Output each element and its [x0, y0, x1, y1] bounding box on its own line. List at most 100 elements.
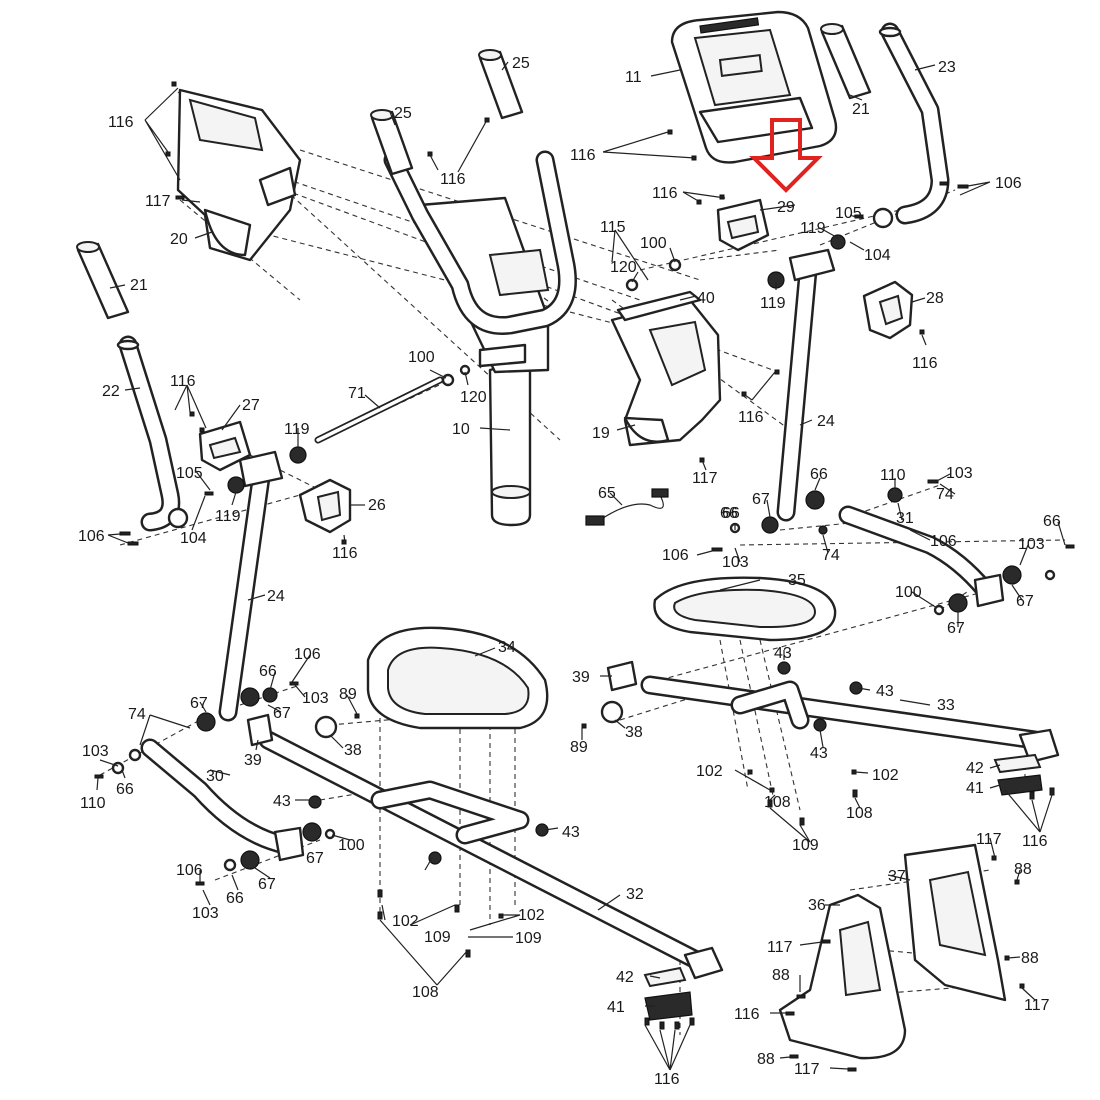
callout-label: 117 [794, 1061, 820, 1078]
callout-label: 38 [344, 742, 362, 759]
callout-label: 37 [888, 868, 906, 885]
callout-label: 20 [170, 231, 188, 248]
right-pedal-frame-33 [640, 675, 1060, 764]
callout-label: 74 [128, 706, 146, 723]
callout-label: 27 [242, 397, 260, 414]
callout-label: 106 [294, 646, 321, 663]
handlebar-grips [370, 49, 524, 176]
callout-label: 67 [273, 705, 291, 722]
left-pedal-arm-30 [140, 738, 305, 862]
callout-label: 66 [116, 781, 134, 798]
callout-label: 43 [774, 645, 792, 662]
callout-label: 106 [930, 533, 957, 550]
callout-label: 110 [80, 795, 106, 812]
callout-label: 103 [1018, 536, 1045, 553]
callout-label: 66 [259, 663, 277, 680]
callout-label: 43 [876, 683, 894, 700]
callout-label: 33 [937, 697, 955, 714]
callout-label: 119 [284, 421, 310, 438]
pivot-cover-28 [862, 280, 914, 340]
left-pedal-34 [366, 626, 549, 730]
callout-label: 40 [697, 290, 715, 307]
callout-label: 119 [800, 220, 826, 237]
right-pedal-35 [653, 576, 837, 642]
callout-label: 117 [692, 470, 718, 487]
wheels-and-bearings [111, 207, 1056, 872]
callout-label: 24 [267, 588, 285, 605]
callout-label: 25 [394, 105, 412, 122]
callout-label: 88 [757, 1051, 775, 1068]
callout-label: 119 [760, 295, 786, 312]
callout-label: 108 [764, 794, 791, 811]
callout-label: 106 [662, 547, 689, 564]
callout-label: 103 [946, 465, 973, 482]
callout-label: 22 [102, 383, 120, 400]
part-shapes [76, 10, 1075, 1072]
callout-label: 30 [206, 768, 224, 785]
callout-label: 32 [626, 886, 644, 903]
callout-label: 108 [846, 805, 873, 822]
callout-label: 67 [752, 491, 770, 508]
callout-label: 103 [722, 554, 749, 571]
callout-label: 117 [767, 939, 793, 956]
callout-label: 41 [607, 999, 625, 1016]
callout-label: 67 [306, 850, 324, 867]
upper-handlebar [383, 150, 577, 335]
callout-label: 67 [258, 876, 276, 893]
callout-label: 29 [777, 199, 795, 216]
grip-21-left [76, 241, 130, 320]
left-arm-post-24 [218, 450, 284, 722]
callout-label: 105 [835, 205, 862, 222]
callout-label: 100 [408, 349, 435, 366]
rear-cover-36 [778, 893, 907, 1060]
callout-label: 42 [616, 969, 634, 986]
callout-label: 34 [498, 639, 516, 656]
callout-label: 66 [226, 890, 244, 907]
callout-label: 106 [78, 528, 105, 545]
rear-upper-shroud-part [176, 88, 302, 262]
callout-label: 116 [332, 545, 358, 562]
callout-label: 116 [734, 1006, 760, 1023]
callout-label: 38 [625, 724, 643, 741]
callout-label: 31 [896, 510, 914, 527]
callout-label: 43 [810, 745, 828, 762]
callout-label: 67 [947, 620, 965, 637]
callout-label: 116 [652, 185, 678, 202]
callout-label: 103 [302, 690, 329, 707]
callout-label: 66 [1043, 513, 1061, 530]
callout-label: 116 [1022, 833, 1048, 850]
wire-harness-65 [585, 488, 669, 526]
callout-label: 117 [145, 193, 171, 210]
callout-label: 104 [180, 530, 207, 547]
callout-label: 67 [190, 695, 208, 712]
callout-label: 109 [515, 930, 542, 947]
callout-label: 116 [570, 147, 596, 164]
callout-label: 117 [1024, 997, 1050, 1014]
callout-label: 66 [722, 505, 740, 522]
callout-label: 109 [792, 837, 819, 854]
callout-label: 110 [880, 467, 906, 484]
callout-label: 117 [976, 831, 1002, 848]
callout-label: 23 [938, 59, 956, 76]
callout-label: 41 [966, 780, 984, 797]
callout-label: 25 [512, 55, 530, 72]
callout-label: 105 [176, 465, 203, 482]
rear-cover-37 [903, 843, 1007, 1002]
callout-label: 36 [808, 897, 826, 914]
callout-label: 88 [772, 967, 790, 984]
callout-label: 65 [598, 485, 616, 502]
callout-label: 67 [1016, 593, 1034, 610]
callout-label: 24 [817, 413, 835, 430]
callout-label: 21 [852, 101, 870, 118]
callout-label: 39 [572, 669, 590, 686]
callout-label: 100 [640, 235, 667, 252]
callout-label: 116 [440, 171, 466, 188]
callout-label: 106 [995, 175, 1022, 192]
callout-label: 28 [926, 290, 944, 307]
callout-label: 88 [1021, 950, 1039, 967]
axle-rod-71 [314, 376, 444, 444]
callout-label: 10 [452, 421, 470, 438]
callout-label: 43 [273, 793, 291, 810]
console-part [670, 10, 838, 164]
